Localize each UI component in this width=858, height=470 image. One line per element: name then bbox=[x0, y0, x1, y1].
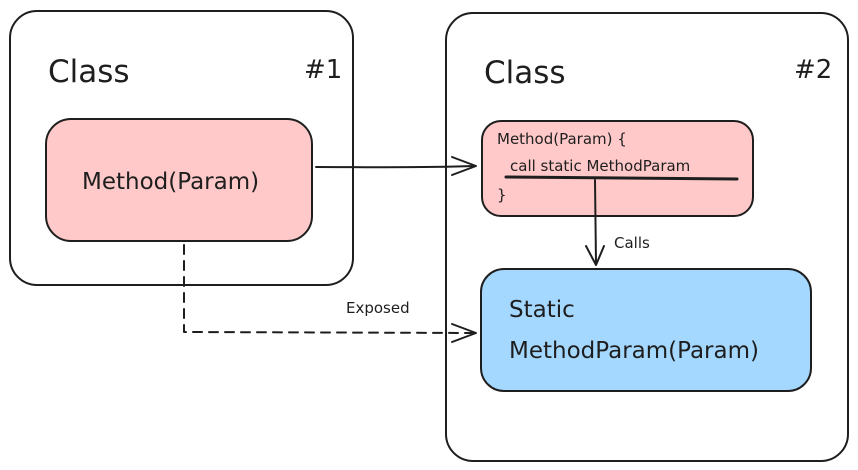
static-method-label-line2: MethodParam(Param) bbox=[509, 338, 759, 364]
class-2-method-box bbox=[481, 120, 754, 217]
class-2-title: Class bbox=[484, 55, 566, 91]
static-method-box bbox=[480, 268, 812, 392]
class-1-title: Class bbox=[48, 54, 130, 90]
exposed-label: Exposed bbox=[346, 299, 410, 317]
class-2-method-closing-brace: } bbox=[497, 186, 507, 204]
class-1-method-box bbox=[45, 118, 313, 242]
class-1-number: #1 bbox=[304, 55, 343, 85]
class-2-method-signature: Method(Param) { bbox=[497, 130, 627, 148]
calls-label: Calls bbox=[614, 234, 650, 252]
class-1-method-label: Method(Param) bbox=[82, 169, 260, 195]
class-2-method-body: call static MethodParam bbox=[510, 157, 691, 175]
static-method-label-line1: Static bbox=[509, 297, 575, 323]
class-2-number: #2 bbox=[794, 55, 833, 85]
